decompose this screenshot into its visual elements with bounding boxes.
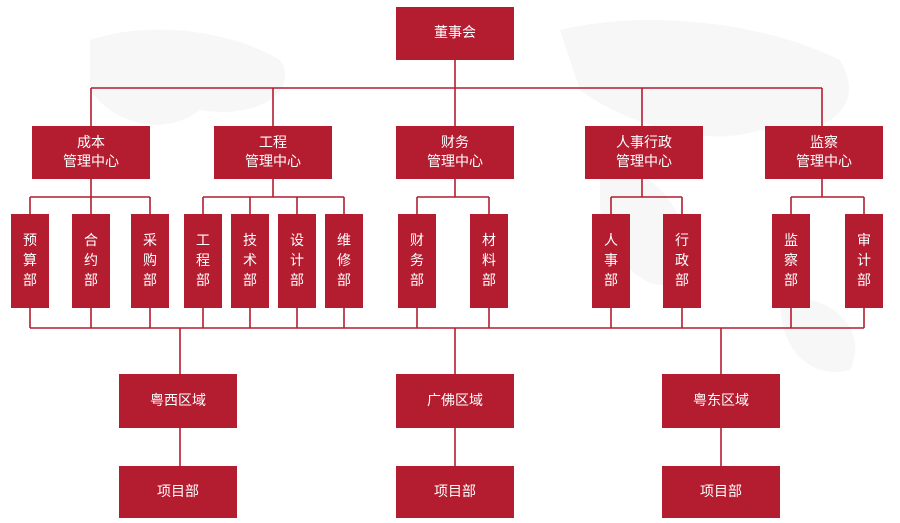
center-engineering: 工程 管理中心 (214, 126, 332, 179)
project-dept-guangfo: 项目部 (396, 466, 514, 518)
dept-materials: 材 料 部 (470, 214, 508, 308)
center-hr-admin: 人事行政 管理中心 (585, 126, 703, 179)
center-finance: 财务 管理中心 (396, 126, 514, 179)
dept-supervision: 监 察 部 (772, 214, 810, 308)
dept-budget: 预 算 部 (11, 214, 49, 308)
dept-procurement: 采 购 部 (131, 214, 169, 308)
center-audit: 监察 管理中心 (765, 126, 883, 179)
dept-admin: 行 政 部 (663, 214, 701, 308)
dept-technical: 技 术 部 (231, 214, 269, 308)
dept-design: 设 计 部 (278, 214, 316, 308)
dept-personnel: 人 事 部 (592, 214, 630, 308)
board-box: 董事会 (396, 7, 514, 60)
dept-engineering: 工 程 部 (184, 214, 222, 308)
dept-audit: 审 计 部 (845, 214, 883, 308)
project-dept-east: 项目部 (662, 466, 780, 518)
dept-maintenance: 维 修 部 (325, 214, 363, 308)
region-west: 粤西区域 (119, 374, 237, 428)
dept-finance: 财 务 部 (398, 214, 436, 308)
project-dept-west: 项目部 (119, 466, 237, 518)
dept-contract: 合 约 部 (72, 214, 110, 308)
center-cost: 成本 管理中心 (32, 126, 150, 179)
region-east: 粤东区域 (662, 374, 780, 428)
region-guangfo: 广佛区域 (396, 374, 514, 428)
